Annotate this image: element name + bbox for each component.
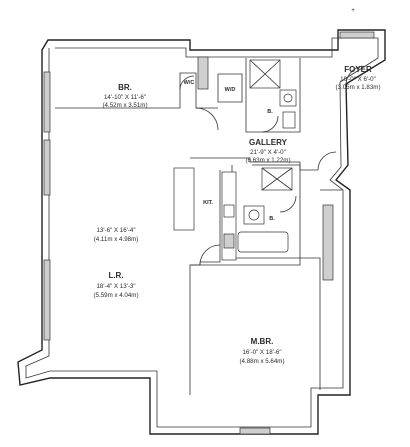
- wd-label: W/D: [225, 87, 236, 93]
- window-master-bottom: [239, 427, 271, 435]
- living-dim-ft: 18'-4" X 13'-3": [96, 283, 135, 290]
- outer-wall-outline: [17, 29, 386, 435]
- window-foyer-top: [339, 31, 375, 39]
- kitchen-label: KIT.: [203, 200, 213, 206]
- closet-shelf-bedroom: [197, 56, 209, 90]
- master-name: M.BR.: [251, 337, 274, 346]
- door-foyer: [345, 65, 363, 85]
- gallery-dim-m: (6.63m x 1.22m): [245, 157, 290, 164]
- inner-wall-outline: [25, 37, 379, 428]
- bedroom-dim-m: (4.52m x 3.51m): [102, 102, 147, 109]
- foyer-dim-ft: 10'-0" X 6'-0": [340, 76, 376, 83]
- foyer-name: FOYER: [344, 65, 372, 74]
- windows: [43, 31, 375, 435]
- exterior-walls: [17, 29, 386, 435]
- door-bedroom: [195, 107, 219, 131]
- sink-bath1-bowl: [283, 93, 293, 103]
- wic-label: W/C: [184, 80, 195, 86]
- door-wic: [179, 75, 195, 91]
- sink-bath2-bowl: [248, 209, 260, 221]
- dining-dim-m: (4.11m x 4.98m): [94, 236, 139, 243]
- master-top-wall: [190, 257, 321, 390]
- shower-bath2-x2: [261, 167, 293, 191]
- window-bedroom-left: [43, 71, 51, 133]
- door-bath1: [261, 115, 279, 133]
- kitchen-sink: [223, 204, 235, 218]
- window-dining-left: [43, 139, 51, 196]
- bedroom-dim-ft: 14'-10" X 11'-6": [104, 94, 146, 101]
- master-dim-m: (4.88m x 5.64m): [239, 358, 284, 365]
- fixtures: [173, 56, 334, 281]
- doors: [179, 65, 363, 266]
- gallery-dim-ft: 21'-9" X 4'-0": [250, 149, 286, 156]
- gallery-wall: [190, 157, 318, 171]
- kitchen-range: [223, 233, 235, 249]
- closet-master: [322, 204, 334, 281]
- wd-wall: [217, 73, 243, 103]
- dining-dim-ft: 13'-6" X 16'-4": [96, 227, 135, 234]
- corner-mark: +: [351, 7, 355, 14]
- bath2-label: B.: [269, 216, 275, 222]
- kitchen-island: [173, 167, 195, 231]
- room-labels: BR. 14'-10" X 11'-6" (4.52m x 3.51m) W/C…: [93, 65, 380, 365]
- bedroom-name: BR.: [118, 83, 132, 92]
- door-bath2: [279, 195, 297, 213]
- gallery-name: GALLERY: [249, 138, 288, 147]
- bath1-wall: [245, 58, 301, 133]
- door-master: [199, 244, 221, 266]
- living-dim-m: (5.59m x 4.04m): [93, 292, 138, 299]
- door-gallery-closet: [317, 151, 337, 171]
- foyer-dim-m: (3.05m x 1.83m): [335, 84, 380, 91]
- window-living-left: [43, 259, 51, 341]
- bathtub: [237, 231, 289, 253]
- master-dim-ft: 16'-0" X 18'-6": [242, 349, 281, 356]
- toilet-bath1: [282, 111, 296, 129]
- living-name: L.R.: [108, 271, 123, 280]
- shower-bath1-x2: [249, 59, 281, 89]
- bath1-label: B.: [267, 109, 273, 115]
